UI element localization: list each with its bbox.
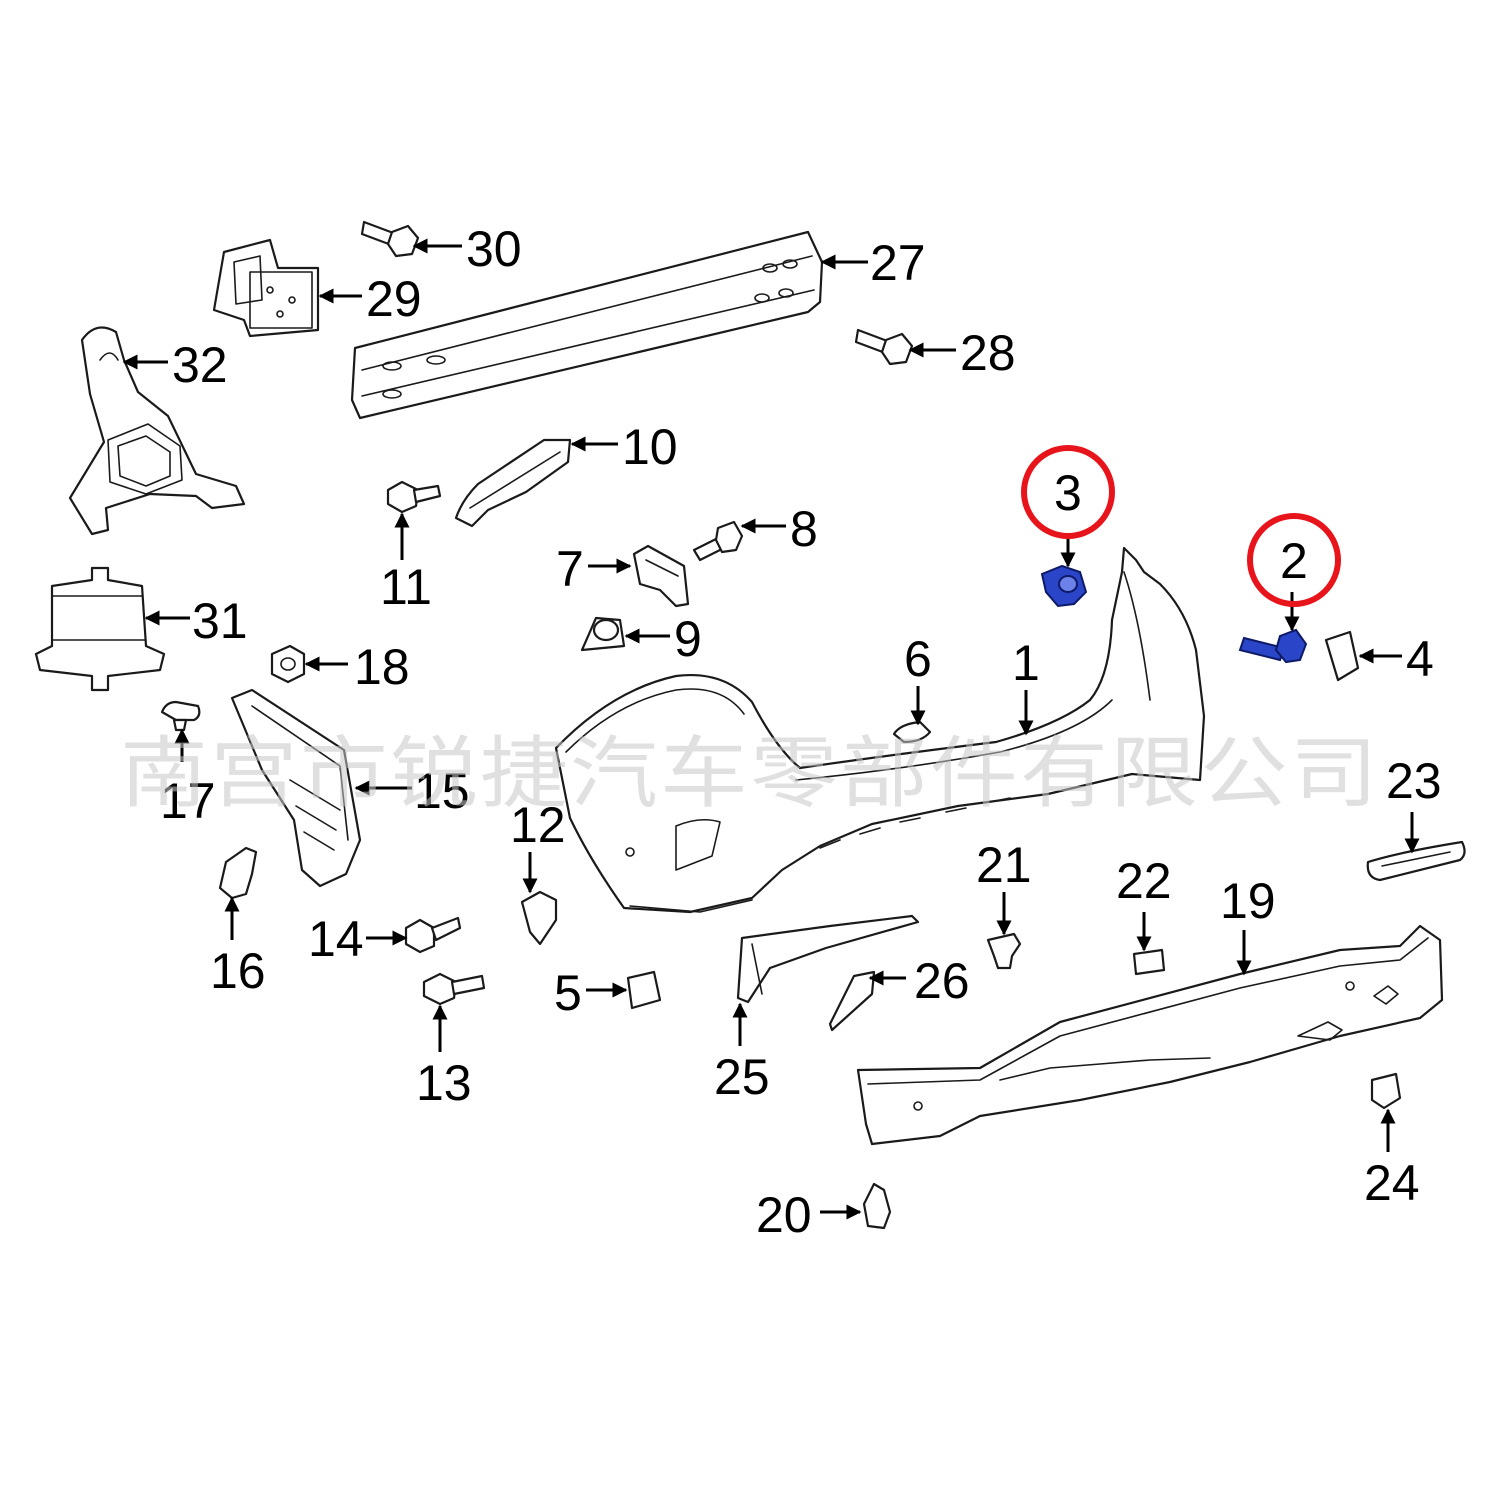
callout-7: 7	[556, 541, 584, 597]
callout-numbers: 30 27 29 28 32 10 3 8 2 7 11 31 9 6 1 18…	[160, 221, 1442, 1243]
callout-29: 29	[366, 271, 422, 327]
callout-30: 30	[466, 221, 522, 277]
callout-23: 23	[1386, 753, 1442, 809]
part-18-grommet	[270, 644, 306, 684]
part-32-side-bracket	[68, 326, 246, 536]
callout-19: 19	[1220, 873, 1276, 929]
callout-31: 31	[192, 593, 248, 649]
part-2-screw	[1238, 628, 1308, 664]
callout-16: 16	[210, 943, 266, 999]
part-13-bolt	[422, 972, 486, 1006]
leader-lines	[122, 238, 1420, 1220]
callout-3: 3	[1054, 465, 1082, 521]
part-14-clip	[404, 916, 462, 954]
callout-20: 20	[756, 1187, 812, 1243]
part-28-bolt	[854, 328, 914, 366]
part-10-bracket	[454, 438, 572, 528]
callout-27: 27	[870, 235, 926, 291]
callout-12: 12	[510, 797, 566, 853]
callout-14: 14	[308, 911, 364, 967]
part-4-cap	[1324, 630, 1360, 682]
part-16-clip	[218, 846, 258, 900]
highlight-ring-2	[1247, 513, 1341, 607]
part-5-cap	[626, 970, 662, 1010]
callout-4: 4	[1406, 631, 1434, 687]
part-3-nut	[1040, 564, 1088, 608]
callout-10: 10	[622, 419, 678, 475]
callout-18: 18	[354, 639, 410, 695]
callout-8: 8	[790, 501, 818, 557]
callout-13: 13	[416, 1055, 472, 1111]
watermark-text: 南宫市锐捷汽车零部件有限公司	[120, 729, 1380, 819]
callout-22: 22	[1116, 853, 1172, 909]
part-11-bolt	[386, 480, 442, 514]
callout-17: 17	[160, 773, 216, 829]
part-9-grommet	[580, 616, 626, 652]
part-25-trim	[736, 914, 920, 1004]
callout-24: 24	[1364, 1155, 1420, 1211]
callout-21: 21	[976, 837, 1032, 893]
callout-1: 1	[1012, 635, 1040, 691]
part-20-clip	[862, 1182, 892, 1230]
part-29-bracket	[212, 238, 320, 338]
part-21-clip	[986, 932, 1022, 970]
part-6-clip	[892, 720, 932, 744]
part-17-clip	[160, 700, 201, 732]
part-31-module	[34, 566, 166, 692]
callout-15: 15	[414, 763, 470, 819]
callout-28: 28	[960, 325, 1016, 381]
part-12-bracket	[520, 890, 558, 946]
part-7-bracket	[632, 544, 690, 608]
callout-25: 25	[714, 1049, 770, 1105]
part-23-reflector	[1366, 840, 1466, 882]
part-24-cap	[1370, 1072, 1402, 1110]
callout-6: 6	[904, 631, 932, 687]
part-27-reinforcement-beam	[350, 230, 824, 420]
part-15-retainer	[230, 688, 362, 888]
callout-2: 2	[1280, 533, 1308, 589]
callout-5: 5	[554, 965, 582, 1021]
part-26-reflector	[828, 970, 876, 1032]
part-22-cap	[1132, 948, 1166, 976]
part-1-bumper-cover	[554, 546, 1206, 914]
part-30-bolt	[360, 220, 420, 258]
highlight-ring-3	[1021, 445, 1115, 539]
part-8-bolt	[692, 520, 744, 562]
callout-11: 11	[380, 559, 432, 615]
callout-32: 32	[172, 337, 228, 393]
callout-9: 9	[674, 611, 702, 667]
callout-26: 26	[914, 953, 970, 1009]
